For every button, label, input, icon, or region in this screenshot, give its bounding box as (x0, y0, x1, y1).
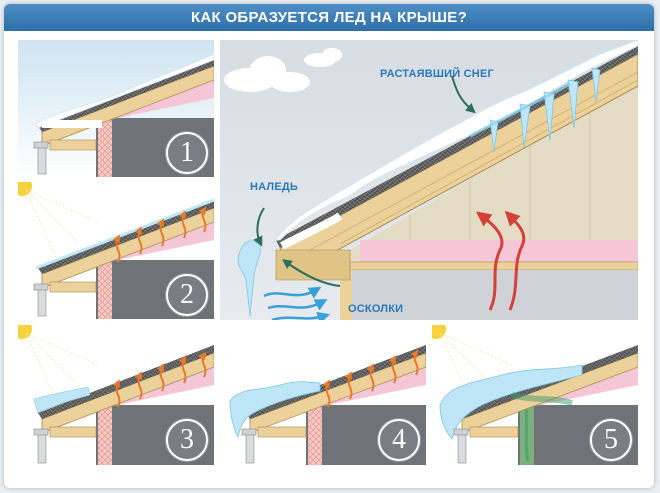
step-number: 2 (180, 279, 194, 310)
step-badge-2: 2 (166, 274, 208, 316)
step-panel-1: 1 (18, 40, 214, 177)
step-badge-5: 5 (590, 419, 632, 461)
step-badge-1: 1 (166, 132, 208, 174)
step-badge-3: 3 (166, 419, 208, 461)
step-panel-4: 4 (220, 325, 426, 465)
step-panel-3: 3 (18, 325, 214, 465)
title-banner: КАК ОБРАЗУЕТСЯ ЛЕД НА КРЫШЕ? (4, 4, 654, 31)
page-title: КАК ОБРАЗУЕТСЯ ЛЕД НА КРЫШЕ? (190, 9, 468, 26)
ice-dam (439, 364, 583, 440)
label-melted-snow: РАСТАЯВШИЙ СНЕГ (380, 68, 494, 80)
warm-air-arrows (476, 210, 526, 311)
step-panel-2: 2 (18, 182, 214, 319)
snow-layer (35, 53, 214, 129)
heat-arrows (112, 351, 207, 408)
cloud-icon (224, 48, 342, 92)
main-diagram-panel: РАСТАЯВШИЙ СНЕГ НАЛЕДЬ ОСКОЛКИ (220, 40, 638, 320)
heat-arrows (112, 206, 207, 263)
water-leak (511, 392, 573, 406)
sun-icon (18, 325, 32, 339)
gutter-pipe (37, 143, 47, 175)
step-number: 5 (604, 424, 618, 455)
icicles (237, 67, 601, 317)
sun-icon (18, 182, 32, 196)
attic-interior (350, 80, 638, 270)
eave-board (49, 139, 97, 151)
label-ice: НАЛЕДЬ (250, 181, 299, 193)
callout-arrows (253, 75, 476, 287)
snow-layer (275, 40, 638, 241)
step-number: 4 (392, 424, 406, 455)
gutter (33, 141, 49, 149)
step-panel-5: 5 (432, 325, 638, 465)
ice-dam (229, 381, 321, 439)
ice-dam (33, 386, 91, 414)
step-badge-4: 4 (378, 419, 420, 461)
ice-shards-arrows (263, 286, 330, 320)
label-shards: ОСКОЛКИ (348, 303, 404, 315)
heat-arrows (322, 349, 419, 408)
step-number: 1 (180, 137, 194, 168)
step-number: 3 (180, 424, 194, 455)
wall-insulation (98, 120, 112, 177)
sun-icon (432, 325, 446, 339)
